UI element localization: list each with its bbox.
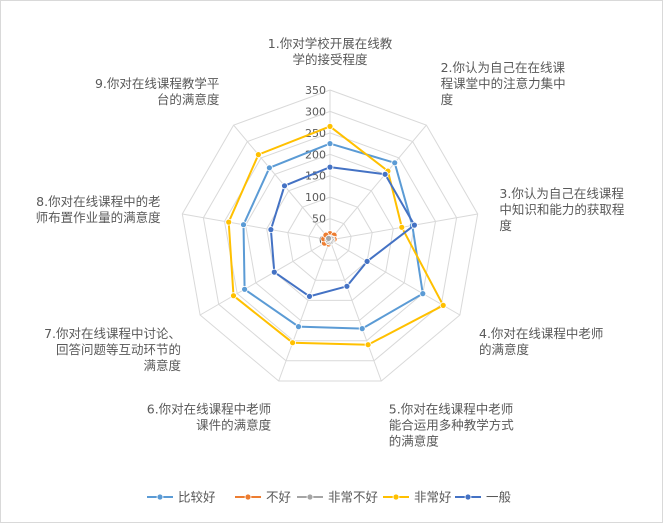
- legend-marker: [392, 493, 400, 501]
- legend-item: 不好: [235, 490, 291, 505]
- legend-item: 比较好: [147, 490, 216, 505]
- legend-label: 非常好: [414, 490, 452, 505]
- radial-tick-labels: 050100150200250300350: [305, 84, 326, 247]
- legend-item: 一般: [455, 490, 512, 505]
- data-point: [254, 151, 262, 159]
- data-point: [358, 325, 366, 333]
- series-group: [225, 123, 447, 349]
- series-line: [242, 142, 424, 330]
- category-labels: 1.你对学校开展在线教学的接受程度 2.你认为自己在在线课程课堂中的注意力集中度 3…: [36, 36, 625, 449]
- legend-marker: [244, 493, 252, 501]
- data-point: [410, 221, 418, 229]
- grid-ring: [202, 110, 458, 362]
- data-point: [343, 282, 351, 290]
- series-line: [269, 166, 416, 298]
- legend-marker: [464, 493, 472, 501]
- tick-label: 50: [312, 213, 326, 226]
- grid-spoke: [199, 239, 331, 316]
- legend-marker: [156, 493, 164, 501]
- data-point: [267, 226, 275, 234]
- legend-label: 一般: [486, 490, 512, 505]
- data-point: [241, 285, 249, 293]
- data-point: [230, 292, 237, 300]
- category-label: 1.你对学校开展在线教学的接受程度: [268, 36, 393, 67]
- category-label: 3.你认为自己在线课程中知识和能力的获取程度: [499, 186, 625, 233]
- data-point: [391, 159, 399, 167]
- tick-label: 100: [305, 191, 326, 204]
- category-label: 7.你对在线课程中讨论、回答问题等互动环节的满意度: [44, 326, 181, 373]
- legend-item: 非常不好: [297, 490, 378, 505]
- legend: 比较好 不好 非常不好 非常好 一般: [147, 490, 512, 505]
- grid-spoke: [233, 124, 331, 241]
- category-label: 8.你对在线课程中的老师布置作业量的满意度: [36, 194, 162, 225]
- category-label: 5.你对在线课程中老师能合运用多种教学方式的满意度: [389, 402, 515, 449]
- tick-label: 150: [305, 170, 326, 183]
- category-label: 4.你对在线课程中老师的满意度: [479, 326, 603, 357]
- grid-ring: [308, 218, 352, 261]
- grid-spoke: [278, 239, 331, 382]
- grid-spoke: [329, 124, 427, 241]
- tick-label: 350: [305, 84, 326, 97]
- data-point: [325, 234, 333, 242]
- data-point: [439, 301, 447, 309]
- data-point: [419, 290, 427, 298]
- category-label: 6.你对在线课程中老师课件的满意度: [147, 402, 272, 433]
- data-point: [270, 268, 278, 276]
- legend-label: 非常不好: [328, 490, 378, 505]
- data-point: [240, 221, 247, 229]
- data-point: [363, 257, 371, 265]
- data-point: [289, 339, 297, 347]
- data-point: [281, 182, 288, 190]
- grid-ring: [287, 196, 373, 281]
- data-point: [364, 341, 372, 349]
- legend-label: 比较好: [178, 490, 216, 505]
- data-point: [326, 140, 334, 148]
- data-point: [398, 223, 406, 231]
- legend-item: 非常好: [383, 490, 452, 505]
- data-point: [265, 164, 273, 172]
- category-label: 2.你认为自己在在线课程课堂中的注意力集中度: [441, 60, 566, 107]
- grid-spoke: [329, 239, 382, 382]
- tick-label: 300: [305, 105, 326, 118]
- series-比较好: [240, 140, 427, 333]
- category-label: 9.你对在线课程教学平台的满意度: [95, 76, 220, 107]
- data-point: [326, 123, 334, 130]
- grid-spoke: [329, 239, 461, 316]
- legend-marker: [306, 493, 314, 501]
- series-line: [227, 125, 445, 346]
- series-一般: [267, 163, 418, 300]
- series-非常不好: [324, 234, 336, 246]
- data-point: [225, 218, 233, 226]
- data-point: [381, 170, 389, 178]
- data-point: [306, 292, 313, 300]
- grid-ring: [181, 89, 479, 382]
- series-非常好: [225, 123, 447, 349]
- grid-spoke: [182, 213, 331, 241]
- legend-label: 不好: [266, 490, 291, 505]
- data-point: [326, 163, 334, 171]
- data-point: [295, 323, 302, 331]
